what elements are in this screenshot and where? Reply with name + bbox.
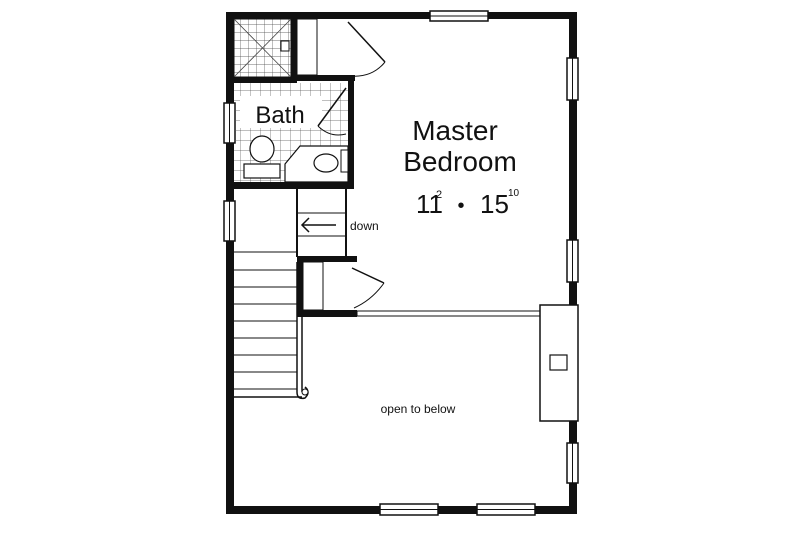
bath-label: Bath xyxy=(255,102,304,129)
closet-door-lower xyxy=(351,267,385,309)
landing-steps xyxy=(296,189,347,257)
bath-right-wall xyxy=(348,78,354,188)
closet-wall xyxy=(297,75,355,81)
shower xyxy=(233,18,292,78)
stairs-down-label: down xyxy=(350,219,379,233)
closet-door-top xyxy=(347,21,386,77)
dimension-length: 15 xyxy=(480,189,509,219)
dimension-width: 11 xyxy=(416,189,443,219)
master-bedroom-dimensions: 11 2 • 15 10 xyxy=(416,188,520,219)
bath-door xyxy=(317,87,347,136)
staircase xyxy=(234,251,309,400)
shower-wall-bottom xyxy=(234,77,297,83)
closet-lower xyxy=(297,256,357,317)
vanity xyxy=(284,145,349,183)
master-bedroom-label-line2: Bedroom xyxy=(403,146,517,177)
master-bedroom-label-line1: Master xyxy=(412,115,498,146)
bath-label-bg xyxy=(240,96,322,128)
toilet xyxy=(243,135,281,179)
dimension-width-inches: 2 xyxy=(436,189,442,201)
dimension-length-inches: 10 xyxy=(508,188,520,199)
chimney xyxy=(539,304,579,422)
railing xyxy=(356,310,542,317)
open-to-below-label: open to below xyxy=(381,402,456,416)
closet-top xyxy=(296,18,318,76)
dimension-separator: • xyxy=(457,195,464,217)
down-arrow-icon xyxy=(300,217,336,233)
shower-wall xyxy=(291,19,297,81)
windows xyxy=(223,10,579,516)
bath-bottom-wall xyxy=(234,182,354,189)
